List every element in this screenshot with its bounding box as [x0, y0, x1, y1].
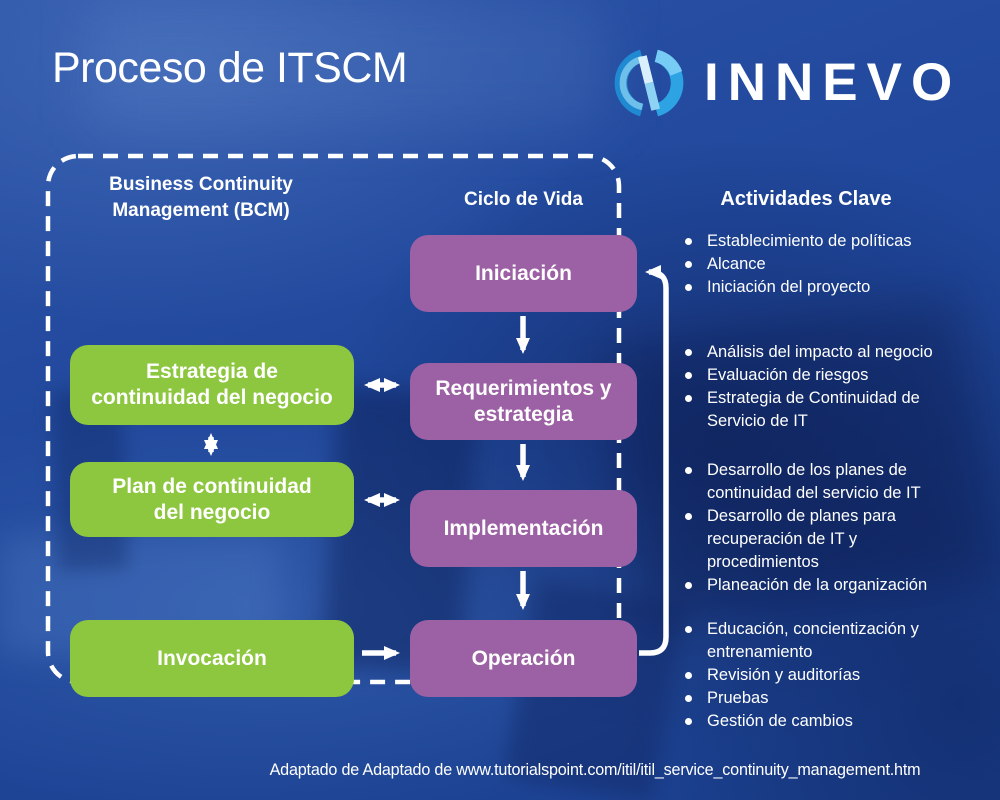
bcm-step-estrategia: Estrategia de continuidad del negocio: [70, 345, 354, 425]
innevo-logo-icon: [614, 49, 684, 117]
page-title: Proceso de ITSCM: [52, 44, 408, 92]
arrow-operacion-loop-to-iniciacion-icon: [639, 265, 669, 656]
activities-heading: Actividades Clave: [720, 188, 892, 210]
activity-item: Desarrollo de planes para recuperación d…: [680, 505, 972, 574]
activity-item: Análisis del impacto al negocio: [680, 341, 972, 364]
activity-item: Desarrollo de los planes de continuidad …: [680, 459, 972, 505]
activity-item: Evaluación de riesgos: [680, 364, 972, 387]
bcm-step-plan: Plan de continuidad del negocio: [70, 462, 354, 537]
activity-item: Educación, concientización y entrenamien…: [680, 618, 972, 664]
activity-item: Revisión y auditorías: [680, 664, 972, 687]
activity-item: Pruebas: [680, 687, 972, 710]
activity-item: Estrategia de Continuidad de Servicio de…: [680, 387, 972, 433]
activity-item: Iniciación del proyecto: [680, 276, 972, 299]
activities-group-implementacion: Desarrollo de los planes de continuidad …: [680, 459, 972, 597]
activities-group-requerimientos: Análisis del impacto al negocio Evaluaci…: [680, 341, 972, 433]
activities-group-iniciacion: Establecimiento de políticas Alcance Ini…: [680, 230, 972, 299]
bcm-heading: Business Continuity Management (BCM): [109, 174, 293, 221]
lifecycle-step-operacion: Operación: [410, 620, 637, 697]
activity-item: Alcance: [680, 253, 972, 276]
activities-group-operacion: Educación, concientización y entrenamien…: [680, 618, 972, 733]
lifecycle-step-requerimientos: Requerimientos y estrategia: [410, 363, 637, 440]
lifecycle-step-implementacion: Implementación: [410, 490, 637, 567]
activity-item: Planeación de la organización: [680, 574, 972, 597]
bcm-step-invocacion: Invocación: [70, 620, 354, 697]
lifecycle-heading: Ciclo de Vida: [464, 189, 583, 210]
activity-item: Gestión de cambios: [680, 710, 972, 733]
activity-item: Establecimiento de políticas: [680, 230, 972, 253]
lifecycle-step-iniciacion: Iniciación: [410, 235, 637, 312]
attribution-text: Adaptado de Adaptado de www.tutorialspoi…: [269, 760, 921, 779]
innevo-logo: INNEVO: [610, 46, 961, 120]
innevo-brand-text: INNEVO: [704, 53, 962, 112]
